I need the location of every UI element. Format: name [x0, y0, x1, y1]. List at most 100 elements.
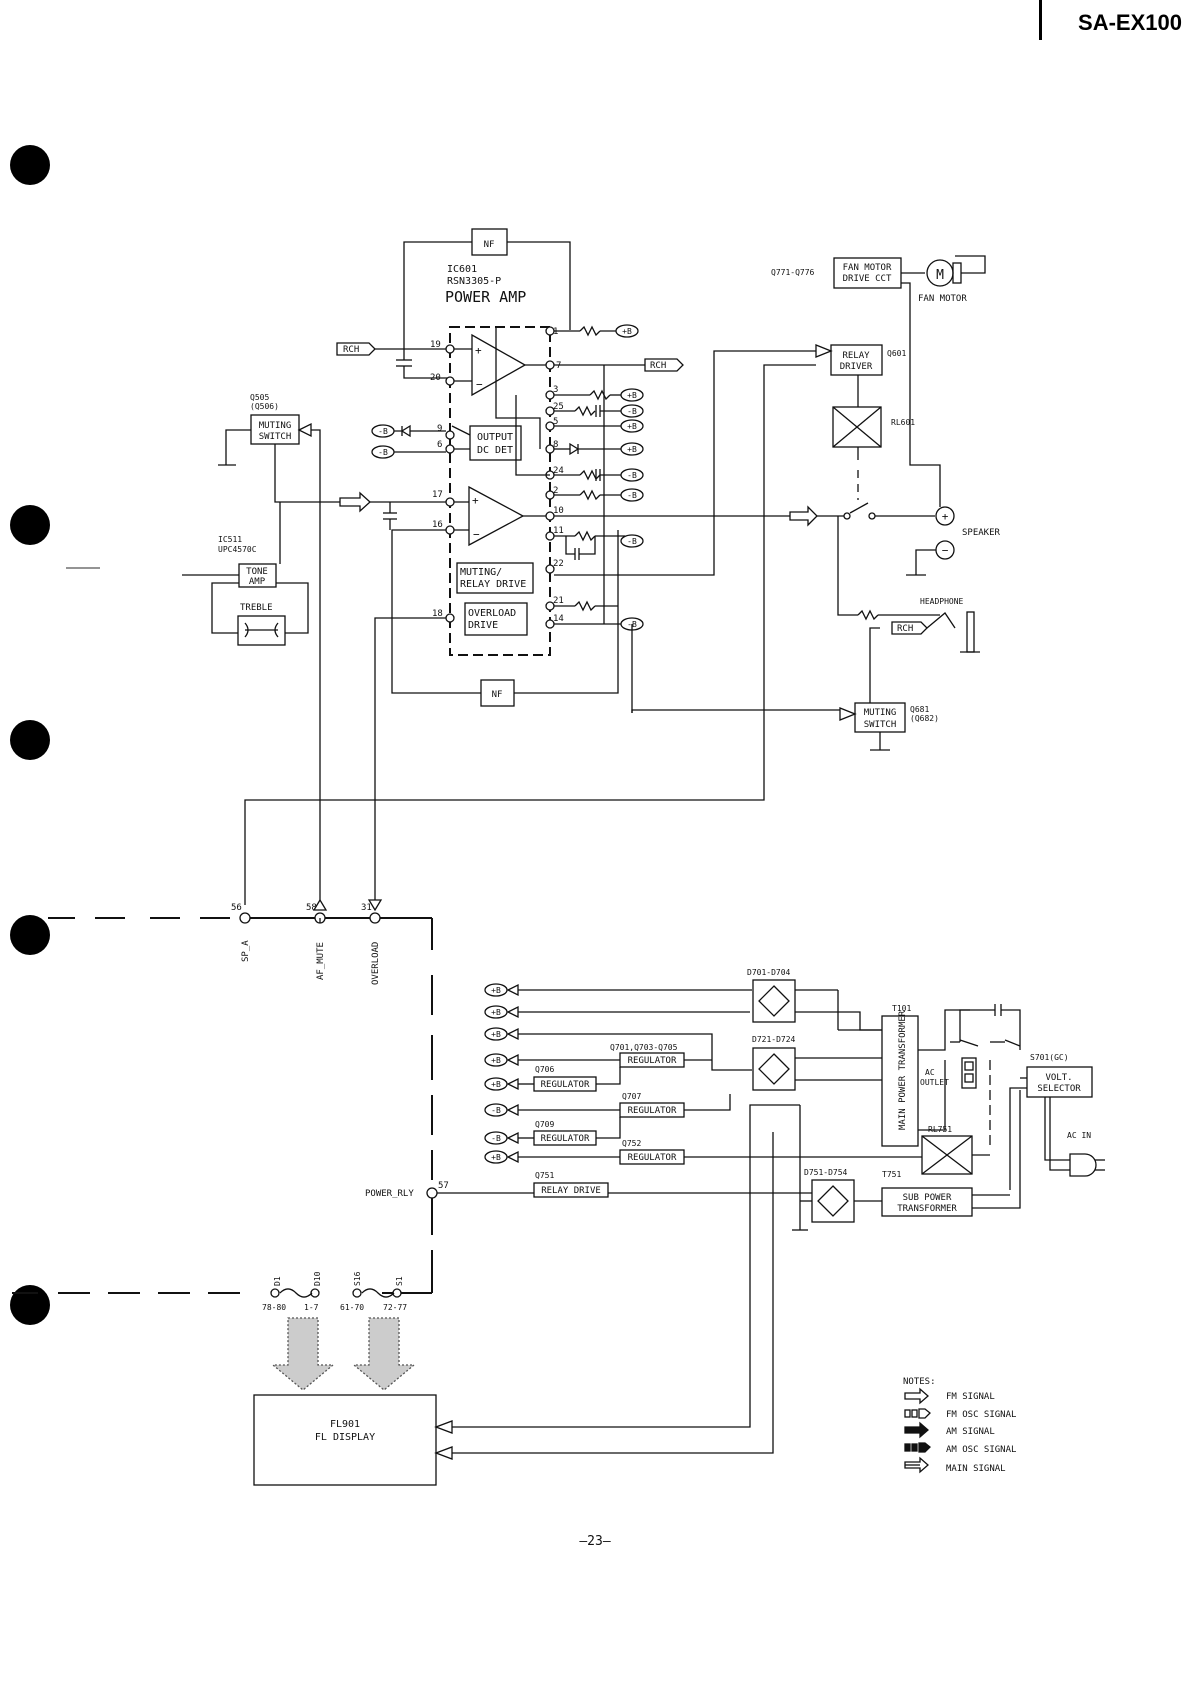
- svg-text:DRIVE: DRIVE: [468, 620, 498, 631]
- svg-text:MAIN POWER TRANSFORMER: MAIN POWER TRANSFORMER: [898, 1010, 908, 1130]
- svg-text:AC IN: AC IN: [1067, 1131, 1091, 1140]
- svg-text:RCH: RCH: [343, 345, 359, 355]
- svg-text:16: 16: [432, 520, 443, 530]
- svg-text:SWITCH: SWITCH: [259, 432, 292, 442]
- svg-text:FM OSC SIGNAL: FM OSC SIGNAL: [946, 1410, 1016, 1420]
- speaker-output-path: + − SPEAKER: [554, 470, 1001, 621]
- svg-text:D1: D1: [273, 1276, 282, 1286]
- nf-top-block: NF: [396, 228, 571, 379]
- svg-text:25: 25: [553, 402, 564, 412]
- svg-text:VOLT.: VOLT.: [1045, 1073, 1072, 1083]
- svg-text:-B: -B: [491, 1106, 501, 1115]
- svg-text:61-70: 61-70: [340, 1303, 364, 1312]
- svg-text:D10: D10: [313, 1271, 322, 1286]
- svg-text:14: 14: [553, 614, 564, 624]
- svg-text:-B: -B: [627, 471, 637, 480]
- minus-b-terminal: -B: [620, 468, 644, 482]
- svg-text:3: 3: [553, 385, 558, 395]
- svg-text:-B: -B: [491, 1134, 501, 1143]
- muting-switch-left: Q505 (Q506) MUTING SWITCH: [218, 393, 410, 900]
- binder-hole-4: [10, 915, 50, 955]
- binder-hole-2: [10, 505, 50, 545]
- svg-text:-B: -B: [627, 537, 637, 546]
- overload-drive-block: OVERLOAD DRIVE: [464, 602, 528, 636]
- plus-b-output: +B: [484, 1077, 508, 1091]
- svg-text:REGULATOR: REGULATOR: [541, 1134, 590, 1144]
- svg-text:-B: -B: [627, 491, 637, 500]
- svg-text:Q752: Q752: [622, 1139, 641, 1148]
- svg-text:+B: +B: [627, 422, 637, 431]
- svg-text:7: 7: [556, 361, 561, 371]
- tone-amp-section: IC511 UPC4570C TONE AMP TREBLE: [66, 502, 309, 646]
- svg-text:20: 20: [430, 373, 441, 383]
- nf-bottom-block: NF: [391, 529, 619, 707]
- plus-b-output: +B: [484, 1053, 508, 1067]
- svg-text:RELAY: RELAY: [842, 351, 870, 361]
- fan-motor-section: Q771-Q776 FAN MOTOR DRIVE CCT M FAN MOTO…: [771, 255, 986, 507]
- svg-text:S16: S16: [353, 1271, 362, 1286]
- svg-text:HEADPHONE: HEADPHONE: [920, 597, 964, 606]
- svg-text:24: 24: [553, 466, 564, 476]
- binder-hole-1: [10, 145, 50, 185]
- plus-b-terminal: +B: [620, 419, 644, 433]
- svg-text:+B: +B: [627, 391, 637, 400]
- svg-text:22: 22: [553, 559, 564, 569]
- svg-text:+B: +B: [491, 1008, 501, 1017]
- svg-text:−: −: [476, 378, 483, 391]
- headphone-section: HEADPHONE RCH: [869, 597, 980, 705]
- svg-text:(Q682): (Q682): [910, 714, 939, 723]
- svg-text:9: 9: [437, 424, 442, 434]
- svg-text:−: −: [942, 544, 949, 557]
- svg-text:UPC4570C: UPC4570C: [218, 545, 257, 554]
- svg-text:D751-D754: D751-D754: [804, 1168, 848, 1177]
- plus-b-output: +B: [484, 1150, 508, 1164]
- svg-text:21: 21: [553, 596, 564, 606]
- svg-text:TREBLE: TREBLE: [240, 603, 273, 613]
- relay-driver-block: RELAY DRIVER Q601 RL601: [244, 344, 915, 905]
- svg-text:Q505: Q505: [250, 393, 269, 402]
- svg-text:MAIN SIGNAL: MAIN SIGNAL: [946, 1464, 1006, 1474]
- svg-text:T101: T101: [892, 1004, 911, 1013]
- svg-text:78-80: 78-80: [262, 1303, 286, 1312]
- svg-text:D721-D724: D721-D724: [752, 1035, 796, 1044]
- svg-text:+B: +B: [491, 1056, 501, 1065]
- title-divider: [1039, 0, 1042, 40]
- rch-output-tag: RCH: [644, 358, 684, 372]
- svg-text:+B: +B: [491, 986, 501, 995]
- svg-text:TONE: TONE: [246, 567, 268, 577]
- svg-text:DRIVER: DRIVER: [840, 362, 873, 372]
- ic-supply-network: [495, 325, 645, 625]
- page-number: —23—: [579, 1534, 610, 1549]
- svg-text:+: +: [942, 510, 949, 523]
- svg-text:31: 31: [361, 903, 372, 913]
- svg-text:AMP: AMP: [249, 577, 266, 587]
- plus-b-terminal: +B: [620, 388, 644, 402]
- svg-text:MUTING: MUTING: [259, 421, 292, 431]
- notes-legend: NOTES: FM SIGNAL FM OSC SIGNAL AM SIGNAL…: [903, 1377, 1016, 1474]
- svg-text:DRIVE CCT: DRIVE CCT: [843, 274, 892, 284]
- minus-b-output: -B: [484, 1131, 508, 1145]
- plus-b-terminal: +B: [620, 442, 644, 456]
- ic601-ref: IC601: [447, 264, 477, 275]
- svg-text:+B: +B: [491, 1030, 501, 1039]
- minus-b-terminal: -B: [620, 488, 644, 502]
- svg-text:FAN MOTOR: FAN MOTOR: [918, 294, 967, 304]
- svg-text:+B: +B: [491, 1080, 501, 1089]
- svg-text:AM SIGNAL: AM SIGNAL: [946, 1427, 995, 1437]
- svg-text:-B: -B: [627, 407, 637, 416]
- svg-text:SP_A: SP_A: [241, 940, 251, 962]
- motor-symbol: M: [936, 268, 944, 283]
- svg-text:57: 57: [438, 1181, 449, 1191]
- binder-hole-3: [10, 720, 50, 760]
- lower-op-amp: + −: [452, 485, 552, 547]
- svg-text:REGULATOR: REGULATOR: [541, 1080, 590, 1090]
- svg-text:DC DET: DC DET: [477, 445, 513, 456]
- pin9-diode: [394, 424, 446, 453]
- svg-text:Q601: Q601: [887, 349, 906, 358]
- page-title: SA-EX100: [1078, 10, 1182, 35]
- svg-text:1: 1: [553, 327, 558, 337]
- plus-b-output: +B: [484, 1027, 508, 1041]
- svg-text:S1: S1: [395, 1276, 404, 1286]
- svg-text:REGULATOR: REGULATOR: [628, 1056, 677, 1066]
- svg-text:NF: NF: [492, 690, 503, 700]
